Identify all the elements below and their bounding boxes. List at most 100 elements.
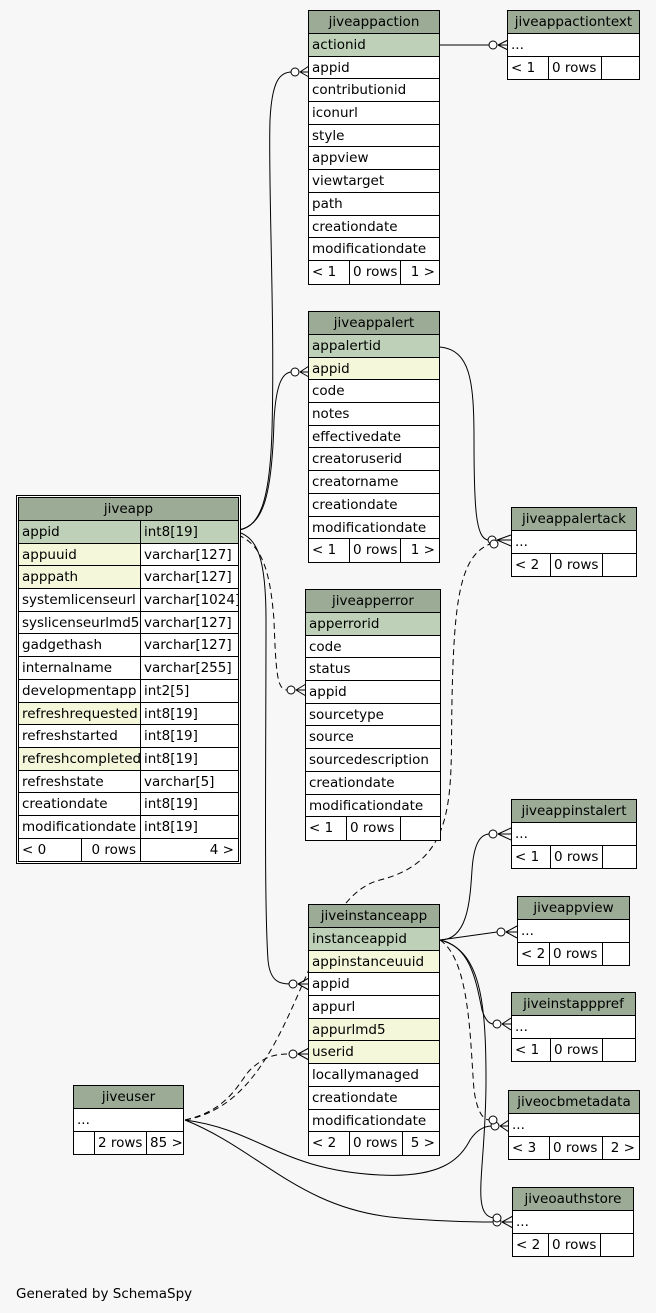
table-footer-right[interactable] xyxy=(602,942,629,966)
table-footer-left[interactable]: < 2 xyxy=(312,1135,337,1152)
table-jiveapperror[interactable]: jiveapperror apperrorid code status appi… xyxy=(305,589,441,841)
column-type: varchar[127] xyxy=(140,566,238,589)
edge-instance-ocbmetadata xyxy=(439,939,491,1121)
column-name: userid xyxy=(309,1041,439,1064)
table-footer-rows: 0 rows xyxy=(550,1038,602,1062)
table-footer-right[interactable]: 2 > xyxy=(602,1136,639,1160)
table-title: jiveinstapppref xyxy=(512,993,635,1016)
table-footer-right[interactable] xyxy=(602,1038,635,1062)
table-footer-rows: 0 rows xyxy=(349,260,400,284)
table-footer-left[interactable]: < 0 xyxy=(22,841,47,858)
table-footer-left[interactable]: < 1 xyxy=(515,848,540,865)
column-name: appid xyxy=(309,357,439,380)
table-footer-rows: 2 rows xyxy=(94,1131,146,1155)
column-type: int8[19] xyxy=(140,815,238,838)
column-name: ... xyxy=(77,1112,90,1128)
column-name: refreshstarted xyxy=(22,728,118,745)
table-footer-right[interactable]: 85 > xyxy=(146,1131,183,1155)
table-footer-right[interactable]: 1 > xyxy=(400,539,439,562)
column-name: apperrorid xyxy=(306,613,440,635)
table-footer-rows: 0 rows xyxy=(548,1233,600,1257)
edge-optional-marker xyxy=(488,40,498,50)
column-name: ... xyxy=(515,534,528,550)
table-footer-right[interactable] xyxy=(602,553,636,577)
column-name: code xyxy=(309,638,342,655)
table-footer-left[interactable]: < 2 xyxy=(516,1236,541,1253)
column-name: ... xyxy=(521,923,534,939)
table-jiveappaction[interactable]: jiveappaction actionid appid contributio… xyxy=(308,10,440,285)
table-footer-left[interactable]: < 1 xyxy=(312,263,337,280)
column-name: modificationdate xyxy=(312,519,427,536)
table-footer-left[interactable]: < 1 xyxy=(515,1041,540,1058)
table-footer-left[interactable]: < 1 xyxy=(511,59,536,76)
column-name: appid xyxy=(312,976,350,993)
edge-appid-instanceapp xyxy=(237,531,291,985)
table-footer-right[interactable]: 4 > xyxy=(140,838,238,862)
column-name: ... xyxy=(511,37,524,53)
table-footer-rows: 0 rows xyxy=(81,838,140,862)
table-title: jiveoauthstore xyxy=(513,1188,633,1211)
table-footer-left[interactable]: < 1 xyxy=(309,820,334,837)
table-footer-left[interactable]: < 1 xyxy=(312,542,337,559)
table-jiveinstapppref[interactable]: jiveinstapppref ... < 1 0 rows xyxy=(511,992,636,1063)
edge-appid-appaction xyxy=(237,71,293,531)
column-name: ... xyxy=(512,1117,525,1133)
table-footer-right[interactable]: 5 > xyxy=(402,1132,439,1155)
table-footer-rows: 0 rows xyxy=(549,1136,602,1160)
column-type: varchar[127] xyxy=(140,634,238,657)
table-title: jiveappalertack xyxy=(512,508,636,531)
column-name: appview xyxy=(312,150,369,167)
table-jiveappalert[interactable]: jiveappalert appalertid appid code notes… xyxy=(308,311,440,563)
column-name: syslicenseurlmd5 xyxy=(22,614,140,631)
column-name: modificationdate xyxy=(312,1112,427,1129)
column-type: int2[5] xyxy=(140,679,238,702)
edge-user-userid xyxy=(184,1053,291,1121)
column-name: creationdate xyxy=(312,218,398,235)
column-name: source xyxy=(309,729,354,746)
column-name: appid xyxy=(312,59,350,76)
column-name: code xyxy=(312,383,345,400)
table-title: jiveappactiontext xyxy=(508,11,639,34)
table-footer-right[interactable] xyxy=(400,817,440,840)
table-title: jiveappaction xyxy=(309,11,439,34)
column-name: appinstanceuuid xyxy=(309,950,439,973)
table-footer-left[interactable]: < 3 xyxy=(512,1139,537,1156)
column-name: style xyxy=(312,127,345,144)
column-name: appurlmd5 xyxy=(309,1018,439,1041)
table-footer-right[interactable] xyxy=(600,1233,633,1257)
column-name: developmentapp xyxy=(22,682,137,699)
column-name: ... xyxy=(515,1019,528,1035)
column-name: sourcetype xyxy=(309,706,384,723)
table-footer-left[interactable]: < 2 xyxy=(521,945,546,962)
table-jiveinstanceapp[interactable]: jiveinstanceapp instanceappid appinstanc… xyxy=(308,904,440,1156)
table-title: jiveapp xyxy=(19,498,238,521)
table-footer-right[interactable]: 1 > xyxy=(400,260,439,284)
column-name: creatorname xyxy=(312,474,399,491)
column-name: creatoruserid xyxy=(312,451,403,468)
column-name: locallymanaged xyxy=(312,1067,419,1084)
column-name: status xyxy=(309,661,351,678)
table-footer-right[interactable] xyxy=(601,56,639,80)
column-name: refreshcompleted xyxy=(19,747,140,770)
column-name: appid xyxy=(19,521,140,543)
column-type: int8[19] xyxy=(140,702,238,725)
edge-instance-appview xyxy=(439,931,498,941)
column-name: creationdate xyxy=(312,496,398,513)
table-footer-left[interactable] xyxy=(74,1132,94,1155)
table-title: jiveocbmetadata xyxy=(509,1091,639,1114)
table-title: jiveinstanceapp xyxy=(309,905,439,928)
column-name: appalertid xyxy=(309,335,439,357)
column-name: contributionid xyxy=(312,82,407,99)
table-title: jiveapperror xyxy=(306,590,440,613)
table-footer-right[interactable] xyxy=(602,845,636,869)
table-footer-left[interactable]: < 2 xyxy=(515,556,540,573)
column-name: notes xyxy=(312,406,350,423)
